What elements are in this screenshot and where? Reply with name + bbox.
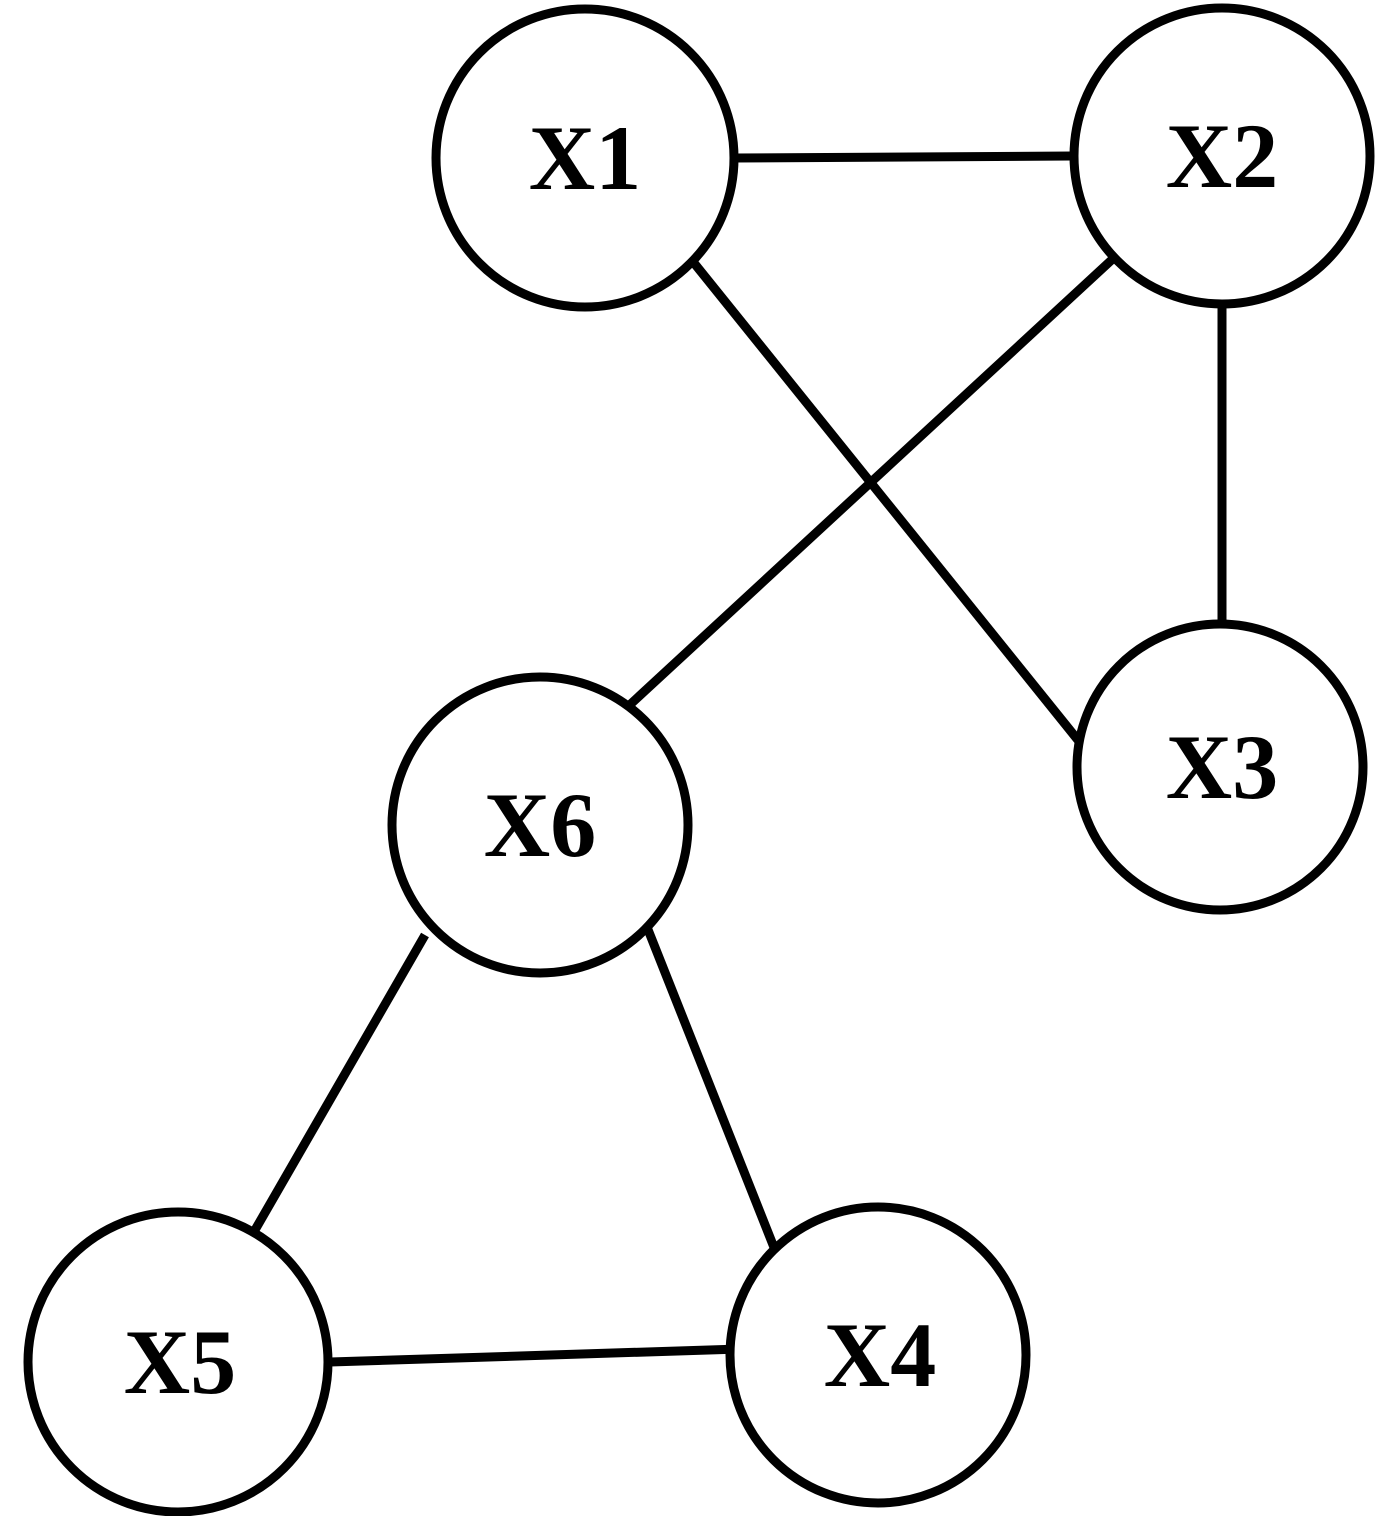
edge-x1-x3 xyxy=(686,255,1094,758)
node-x1-circle xyxy=(431,4,739,312)
node-x6: X6 xyxy=(387,672,693,978)
nodes-layer: X1 X2 X3 X6 X5 X4 xyxy=(23,3,1375,1516)
node-x5-circle xyxy=(23,1207,333,1516)
node-x1: X1 xyxy=(431,4,739,312)
node-x2-label: X2 xyxy=(1166,105,1278,207)
edge-x6-x5 xyxy=(251,932,429,1233)
node-x5-label: X5 xyxy=(124,1311,236,1413)
node-x5: X5 xyxy=(23,1207,333,1516)
node-x3: X3 xyxy=(1072,619,1368,915)
node-x4-circle xyxy=(725,1202,1031,1508)
node-x4-label: X4 xyxy=(824,1304,936,1406)
edge-x5-x4 xyxy=(329,1344,741,1367)
edge-x1-x2 xyxy=(734,151,1073,163)
node-x3-circle xyxy=(1072,619,1368,915)
node-x2-circle xyxy=(1069,3,1375,309)
node-x6-circle xyxy=(387,672,693,978)
edge-x6-x4 xyxy=(640,920,780,1252)
edge-x2-x6 xyxy=(618,251,1121,716)
node-x4: X4 xyxy=(725,1202,1031,1508)
node-x6-label: X6 xyxy=(484,774,596,876)
edges-layer xyxy=(251,151,1227,1367)
node-x3-label: X3 xyxy=(1166,716,1278,818)
node-x1-label: X1 xyxy=(529,107,641,209)
node-x2: X2 xyxy=(1069,3,1375,309)
